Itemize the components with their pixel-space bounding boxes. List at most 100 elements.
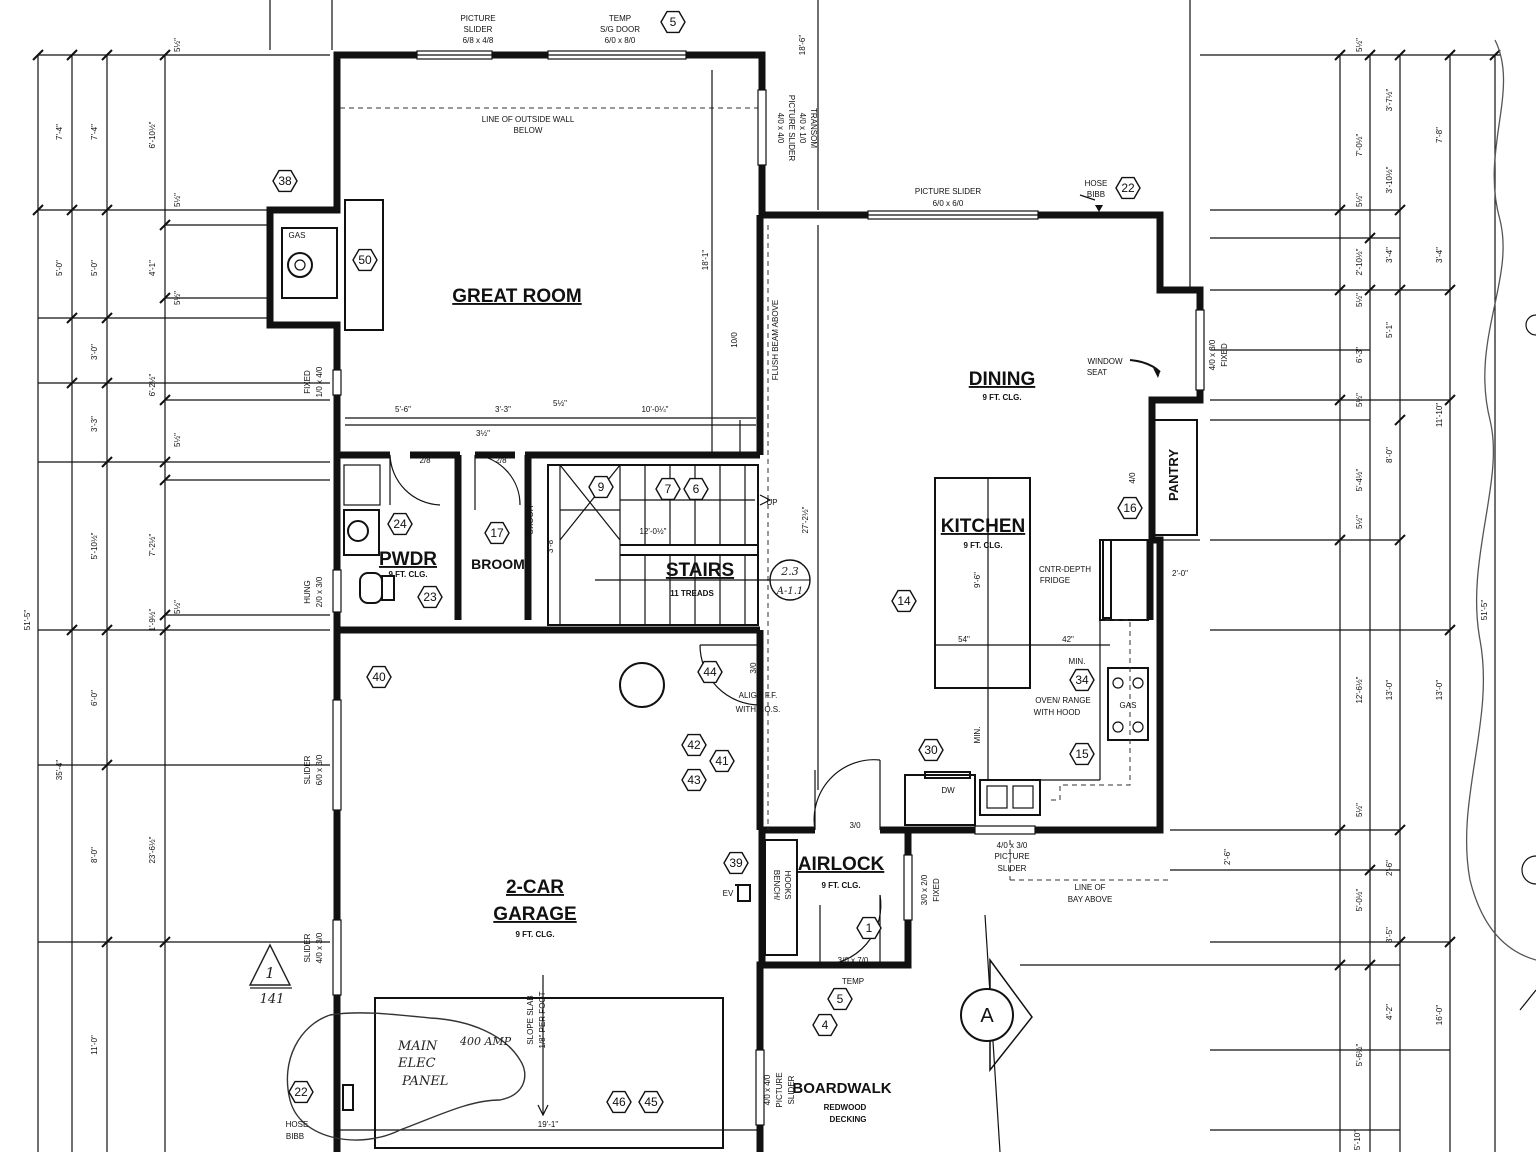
note-temp: TEMP: [842, 977, 864, 986]
dim-right-bottom: 5'-10": [1353, 1130, 1362, 1151]
hex-tag: 22: [1115, 176, 1141, 200]
note-gr-window-2: PICTURE SLIDER: [787, 95, 796, 161]
hex-tag-label: 9: [598, 480, 605, 494]
label-airlock-clg: 9 FT. CLG.: [821, 881, 860, 890]
dim-kitchen-min: MIN.: [973, 727, 982, 744]
hex-tag-shape: [366, 665, 392, 689]
powder-fixtures: [343, 464, 395, 604]
dim-right-total: 51'-5": [1480, 600, 1489, 621]
hex-tag: 5: [827, 987, 853, 1011]
right-dimension-text: 7'-0½" 2'-10½" 6'-3" 5'-4½" 12'-6½" 5'-0…: [1353, 38, 1489, 1150]
hex-tag-shape: [1069, 742, 1095, 766]
hex-tag-label: 30: [924, 743, 938, 757]
dim-left-total-1: 51'-5": [23, 610, 32, 631]
note-fixed-airlock-1: 3/0 x 2/0: [920, 874, 929, 905]
label-stairs-treads: 11 TREADS: [670, 589, 714, 598]
dim-gr-width-2: 3'-3": [495, 405, 511, 414]
hex-tag-label: 50: [358, 253, 372, 267]
hand-main: MAIN: [397, 1039, 438, 1054]
dim-right-inner-8: 3'-5": [1385, 927, 1394, 943]
note-min: MIN.: [1069, 657, 1086, 666]
section-sheet: 141: [260, 992, 285, 1007]
dim-island-54: 54": [958, 635, 970, 644]
hex-tag-shape: [660, 10, 686, 34]
hex-tag-shape: [484, 521, 510, 545]
dim-left-outer-3: 3'-0": [90, 344, 99, 360]
dim-left-outer-5: 5'-10½": [90, 532, 99, 559]
hex-tag-shape: [827, 987, 853, 1011]
note-slider-g2-1: SLIDER: [303, 933, 312, 962]
exterior-right-lines: [817, 0, 1170, 1152]
dim-right-inner-5: 8'-0": [1385, 447, 1394, 463]
dim-left-inner-5: 1'-9½": [148, 609, 157, 632]
dim-right-inner-4: 5'-1": [1385, 322, 1394, 338]
dim-right-tick-6: 5½": [1355, 803, 1364, 817]
garage-details: [340, 662, 758, 1149]
dim-right-inner-6: 13'-0": [1385, 680, 1394, 701]
hex-tag-label: 40: [372, 670, 386, 684]
note-slider-g2-2: 4/0 x 3/0: [315, 932, 324, 963]
note-hose-bottom-2: BIBB: [286, 1132, 304, 1141]
hex-tag-label: 22: [1121, 181, 1135, 195]
note-ps-top-1: PICTURE: [460, 14, 495, 23]
note-bw-slider-1: 4/0 x 4/0: [763, 1074, 772, 1105]
hex-tag-label: 7: [665, 482, 672, 496]
note-align-1: ALIGN F.F.: [739, 691, 778, 700]
great-room-lines: [281, 70, 769, 830]
dim-stair-run: 27'-2½": [801, 506, 810, 533]
label-garage-clg: 9 FT. CLG.: [515, 930, 554, 939]
hex-tag: 34: [1069, 668, 1095, 692]
hex-tag: 30: [918, 738, 944, 762]
note-hose-bottom-1: HOSE: [286, 1120, 309, 1129]
hex-tag-label: 45: [644, 1095, 658, 1109]
note-bath-door-1: 2/8: [419, 456, 431, 465]
hex-tag-label: 42: [687, 738, 701, 752]
note-bench-1: BENCH/: [772, 870, 781, 901]
dim-right-tick-2: 5½": [1355, 193, 1364, 207]
dim-left-inner-3: 6'-2½": [148, 374, 157, 397]
hex-tag: 46: [606, 1090, 632, 1114]
hex-tag-label: 41: [715, 754, 729, 768]
hex-tag-shape: [1117, 496, 1143, 520]
dim-gr-small-1: 3½": [476, 429, 490, 438]
label-garage-2: GARAGE: [493, 904, 576, 925]
hex-tag-label: 38: [278, 174, 292, 188]
hex-tag-label: 15: [1075, 747, 1089, 761]
label-dining: DINING: [969, 369, 1036, 390]
hex-tag-shape: [352, 248, 378, 272]
airlock-details: [735, 839, 905, 966]
dim-left-inner-1: 6'-10½": [148, 121, 157, 148]
dim-right-inner-3: 3'-4": [1385, 247, 1394, 263]
label-kitchen-clg: 9 FT. CLG.: [963, 541, 1002, 550]
dim-right-mid-2: 2'-10½": [1355, 248, 1364, 275]
elevation-letter: A: [980, 1005, 994, 1027]
note-ps-top-3: 6/8 x 4/8: [463, 36, 494, 45]
note-slab-2: 1/8" PER FOOT: [538, 991, 547, 1048]
dim-left-tick-3: 5½": [173, 291, 182, 305]
dim-left-outer-6: 6'-0": [90, 690, 99, 706]
dimension-ticks: [32, 49, 1501, 971]
hex-tag-shape: [417, 585, 443, 609]
hex-tag: 42: [681, 733, 707, 757]
note-pantry-door: 4/0: [1128, 472, 1137, 484]
label-boardwalk-sub2: DECKING: [830, 1115, 867, 1124]
hex-tag-label: 39: [729, 856, 743, 870]
hand-elec: ELEC: [397, 1056, 436, 1071]
hex-tag-label: 34: [1075, 673, 1089, 687]
hex-tag: 44: [697, 660, 723, 684]
hex-tag: 4: [812, 1013, 838, 1037]
dim-bay-26: 2'-6": [1223, 849, 1232, 865]
dim-right-tick-3: 5½": [1355, 293, 1364, 307]
note-fixed-left-2: 1/0 x 4/0: [315, 366, 324, 397]
dim-left-total-2: 35'-4": [55, 760, 64, 781]
dim-gr-depth: 18'-1": [701, 250, 710, 271]
note-hose-top-2: BIBB: [1087, 190, 1105, 199]
note-window-seat-2: SEAT: [1087, 368, 1107, 377]
hex-tag-shape: [387, 512, 413, 536]
label-dining-clg: 9 FT. CLG.: [982, 393, 1021, 402]
dim-right-inner-1: 3'-7½": [1385, 89, 1394, 112]
hex-tag-shape: [697, 660, 723, 684]
note-slider-g1-1: SLIDER: [303, 755, 312, 784]
dim-right-tick-5: 5½": [1355, 515, 1364, 529]
hex-tag: 22: [288, 1080, 314, 1104]
